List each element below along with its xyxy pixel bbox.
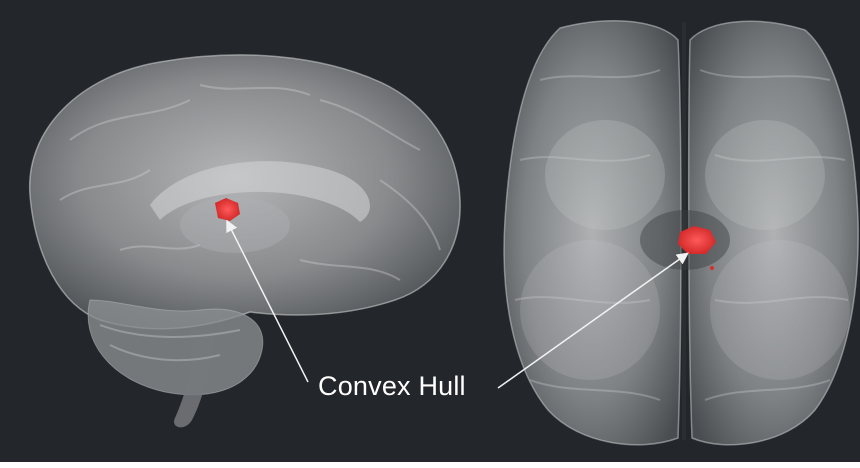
convex-hull-label: Convex Hull: [318, 371, 466, 402]
